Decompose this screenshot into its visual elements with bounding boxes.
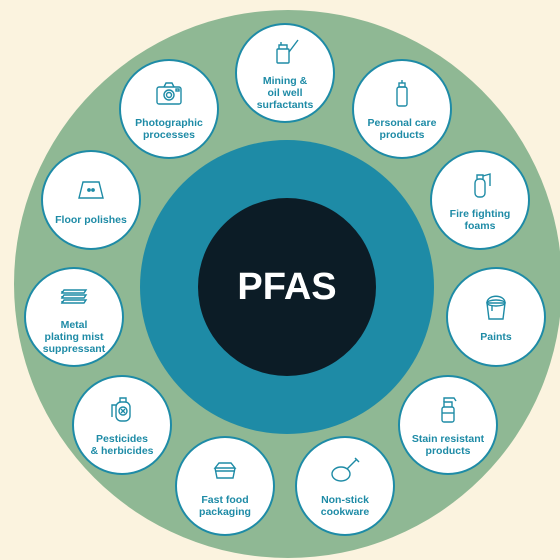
metal-plates-icon [58, 279, 90, 319]
node-label: Stain resistant products [411, 433, 485, 457]
frying-pan-icon [329, 454, 361, 494]
node-label: Fire fighting foams [449, 208, 511, 232]
center-circle: PFAS [198, 198, 376, 376]
node-label: Floor polishes [55, 214, 127, 226]
spray-bottle-icon [432, 393, 464, 433]
takeout-box-icon [209, 454, 241, 494]
node-label: Fast food packaging [199, 494, 251, 518]
node-label: Paints [480, 331, 512, 343]
camera-icon [153, 77, 185, 117]
node-label: Mining & oil well surfactants [256, 75, 314, 111]
node-label: Metal plating mist suppressant [42, 319, 106, 355]
node-non-stick-cookware: Non-stick cookware [295, 436, 395, 536]
node-floor-polishes: Floor polishes [41, 150, 141, 250]
node-metal-plating-mist-suppressant: Metal plating mist suppressant [24, 267, 124, 367]
node-fire-fighting-foams: Fire fighting foams [430, 150, 530, 250]
paint-bucket-icon [480, 291, 512, 331]
floor-tile-icon [75, 174, 107, 214]
oil-can-icon [269, 35, 301, 75]
node-mining-oil-well-surfactants: Mining & oil well surfactants [235, 23, 335, 123]
node-label: Photographic processes [135, 117, 203, 141]
aerosol-can-icon [386, 77, 418, 117]
sprayer-tank-icon [106, 393, 138, 433]
node-label: Non-stick cookware [320, 494, 370, 518]
node-stain-resistant-products: Stain resistant products [398, 375, 498, 475]
node-label: Pesticides & herbicides [90, 433, 154, 457]
node-photographic-processes: Photographic processes [119, 59, 219, 159]
center-label: PFAS [237, 265, 337, 308]
node-pesticides-herbicides: Pesticides & herbicides [72, 375, 172, 475]
node-personal-care-products: Personal care products [352, 59, 452, 159]
fire-extinguisher-icon [464, 168, 496, 208]
node-paints: Paints [446, 267, 546, 367]
node-fast-food-packaging: Fast food packaging [175, 436, 275, 536]
node-label: Personal care products [367, 117, 437, 141]
